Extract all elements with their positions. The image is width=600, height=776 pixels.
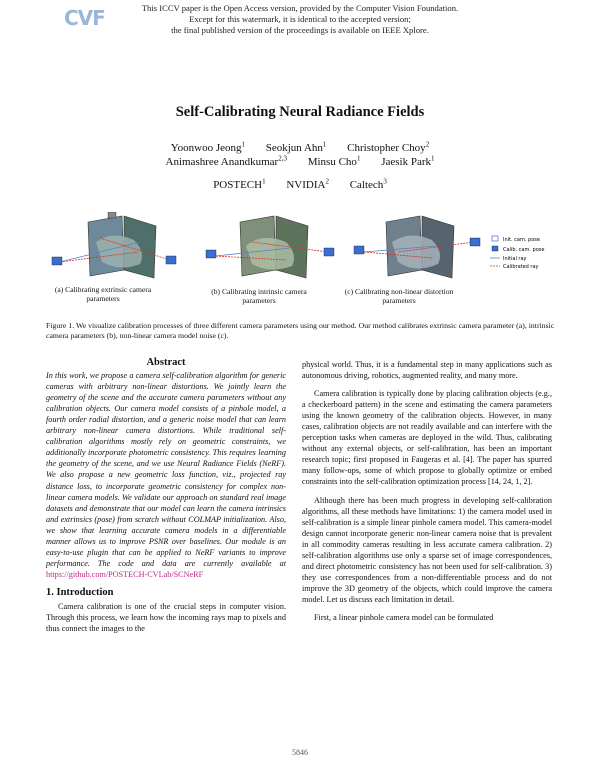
legend-initial-ray: Initial ray xyxy=(503,256,527,262)
author: Seokjun Ahn1 xyxy=(265,140,327,154)
affiliation: NVIDIA2 xyxy=(286,177,329,191)
affiliation: Caltech3 xyxy=(349,177,387,191)
figure-caption: Figure 1. We visualize calibration proce… xyxy=(46,321,555,340)
legend-calibrated-ray: Calibrated ray xyxy=(503,264,539,270)
subcaption-a: (a) Calibrating extrinsic camera paramet… xyxy=(54,285,152,303)
watermark-line: This ICCV paper is the Open Access versi… xyxy=(141,3,459,13)
page-number: 5846 xyxy=(292,748,308,757)
paragraph: First, a linear pinhole camera model can… xyxy=(314,612,494,622)
author: Yoonwoo Jeong1 xyxy=(170,140,245,154)
author: Animashree Anandkumar2,3 xyxy=(165,154,287,168)
legend-calib-cam: Calib. cam. pose xyxy=(503,247,544,253)
abstract-body: In this work, we propose a camera self-c… xyxy=(46,371,286,568)
watermark-line: the final published version of the proce… xyxy=(171,25,429,35)
figure-illustration: Init. cam. pose Calib. cam. pose Initial… xyxy=(51,212,544,279)
panel-a-scene xyxy=(51,212,177,279)
abstract-text: In this work, we propose a camera self-c… xyxy=(46,370,286,580)
affiliation: POSTECH1 xyxy=(213,177,266,191)
paragraph: Although there has been much progress in… xyxy=(302,495,552,604)
figure-1: Init. cam. pose Calib. cam. pose Initial… xyxy=(40,212,570,316)
cvf-logo: CVF xyxy=(64,6,106,30)
paper-title: Self-Calibrating Neural Radiance Fields xyxy=(175,104,425,120)
introduction-heading: 1. Introduction xyxy=(46,586,114,598)
author: Christopher Choy2 xyxy=(347,140,430,154)
figure-legend: Init. cam. pose Calib. cam. pose Initial… xyxy=(490,235,544,270)
code-link[interactable]: https://github.com/POSTECH-CVLab/SCNeRF xyxy=(46,569,204,579)
affiliations: POSTECH1 NVIDIA2 Caltech3 xyxy=(0,177,600,191)
watermark-banner: This ICCV paper is the Open Access versi… xyxy=(0,3,600,36)
author-row-1: Yoonwoo Jeong1 Seokjun Ahn1 Christopher … xyxy=(0,140,600,154)
author-row-2: Animashree Anandkumar2,3 Minsu Cho1 Jaes… xyxy=(0,154,600,168)
right-column: physical world. Thus, it is a fundamenta… xyxy=(302,359,552,623)
subcaption-c: (c) Calibrating non-linear distortion pa… xyxy=(344,287,454,305)
paragraph: Camera calibration is typically done by … xyxy=(302,389,552,487)
abstract-section: Abstract In this work, we propose a came… xyxy=(46,357,286,634)
legend-init-cam: Init. cam. pose xyxy=(503,237,540,243)
subcaption-b: (b) Calibrating intrinsic camera paramet… xyxy=(211,287,307,305)
intro-paragraph: Camera calibration is one of the crucial… xyxy=(46,601,286,634)
panel-b-scene xyxy=(205,215,335,279)
author: Jaesik Park1 xyxy=(381,154,435,168)
abstract-heading: Abstract xyxy=(146,357,186,368)
panel-c-scene xyxy=(353,215,481,279)
paragraph: physical world. Thus, it is a fundamenta… xyxy=(302,360,552,381)
author: Minsu Cho1 xyxy=(307,154,361,168)
watermark-line: Except for this watermark, it is identic… xyxy=(189,14,411,24)
